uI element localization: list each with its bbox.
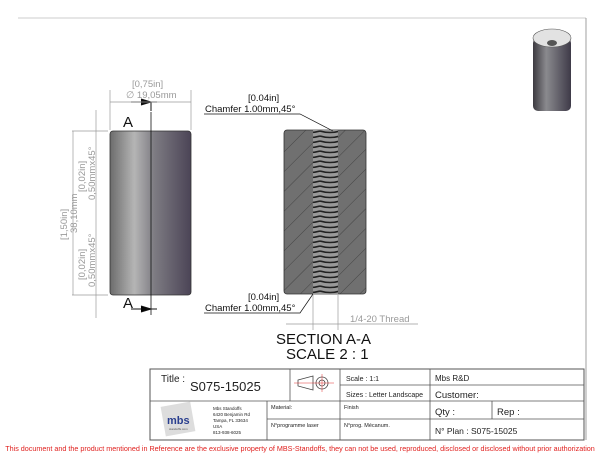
isometric-view	[532, 28, 572, 111]
address-block: Mbs Standoffs 6420 Benjamin Rd Tampa, FL…	[213, 406, 251, 435]
qty-label: Qty :	[435, 407, 455, 418]
laser-program-label: N°programme laser	[271, 423, 319, 429]
svg-text:standoffs.com: standoffs.com	[169, 427, 188, 431]
mech-program-label: N°prog. Mécanum.	[344, 423, 390, 429]
mbs-logo: mbs standoffs.com	[160, 401, 196, 437]
diameter-in-label: [0,75in]	[132, 79, 163, 90]
threaded-hole	[547, 40, 557, 46]
finish-label: Finish	[344, 405, 359, 411]
material-label: Material:	[271, 405, 293, 411]
svg-text:813-938-6025: 813-938-6025	[213, 430, 242, 435]
scale-label: Scale : 1:1	[346, 376, 379, 383]
top-chamfer-mm-label: 0,50mmx45°	[87, 146, 98, 200]
plan-number: N° Plan : S075-15025	[435, 426, 518, 436]
title-block: Title : S075-15025 Scale : 1:1 Sizes : L…	[149, 368, 585, 441]
thread-label: 1/4-20 Thread	[350, 314, 410, 325]
length-in-label: [1,50in]	[59, 209, 70, 240]
company-label: Mbs R&D	[435, 374, 469, 383]
cylinder-body	[109, 130, 192, 296]
sizes-label: Sizes : Letter Landscape	[346, 392, 423, 399]
bottom-chamfer-label: Chamfer 1.00mm,45°	[205, 303, 296, 314]
svg-text:USA: USA	[213, 424, 222, 429]
sheet-frame	[18, 17, 587, 440]
top-chamfer-in: [0.04in]	[248, 93, 279, 104]
projection-symbol-icon	[294, 374, 334, 392]
section-title: SECTION A-A	[276, 331, 371, 348]
length-mm-label: 38,10mm	[69, 193, 80, 233]
section-scale: SCALE 2 : 1	[286, 346, 369, 363]
top-chamfer-label: Chamfer 1.00mm,45°	[205, 104, 296, 115]
svg-text:Mbs Standoffs: Mbs Standoffs	[213, 406, 242, 411]
title-label: Title :	[161, 374, 185, 385]
section-view: [0.04in] Chamfer 1.00mm,45° [0.04in] Cha…	[204, 93, 418, 363]
bottom-chamfer-mm-label: 0,50mmx45°	[87, 233, 98, 287]
copyright-footer: This document and the product mentioned …	[5, 444, 595, 453]
svg-text:mbs: mbs	[167, 415, 190, 427]
front-view: A A [0,75in] ∅ 19,05mm [1,50in] 38,10mm …	[59, 79, 192, 318]
svg-text:6420 Benjamin Rd: 6420 Benjamin Rd	[213, 412, 251, 417]
customer-label: Customer:	[435, 390, 479, 401]
rep-label: Rep :	[497, 407, 520, 418]
title-value: S075-15025	[190, 379, 261, 394]
section-marker-top: A	[123, 114, 133, 131]
bottom-chamfer-in-label: [0,02in]	[77, 249, 88, 280]
svg-text:Tampa, FL 33634: Tampa, FL 33634	[213, 418, 248, 423]
top-chamfer-in-label: [0,02in]	[77, 161, 88, 192]
diameter-mm-label: ∅ 19,05mm	[126, 90, 177, 101]
thread-bore	[313, 130, 338, 294]
bottom-chamfer-in: [0.04in]	[248, 292, 279, 303]
section-marker-bottom: A	[123, 295, 133, 312]
dimension-lines	[72, 90, 192, 318]
